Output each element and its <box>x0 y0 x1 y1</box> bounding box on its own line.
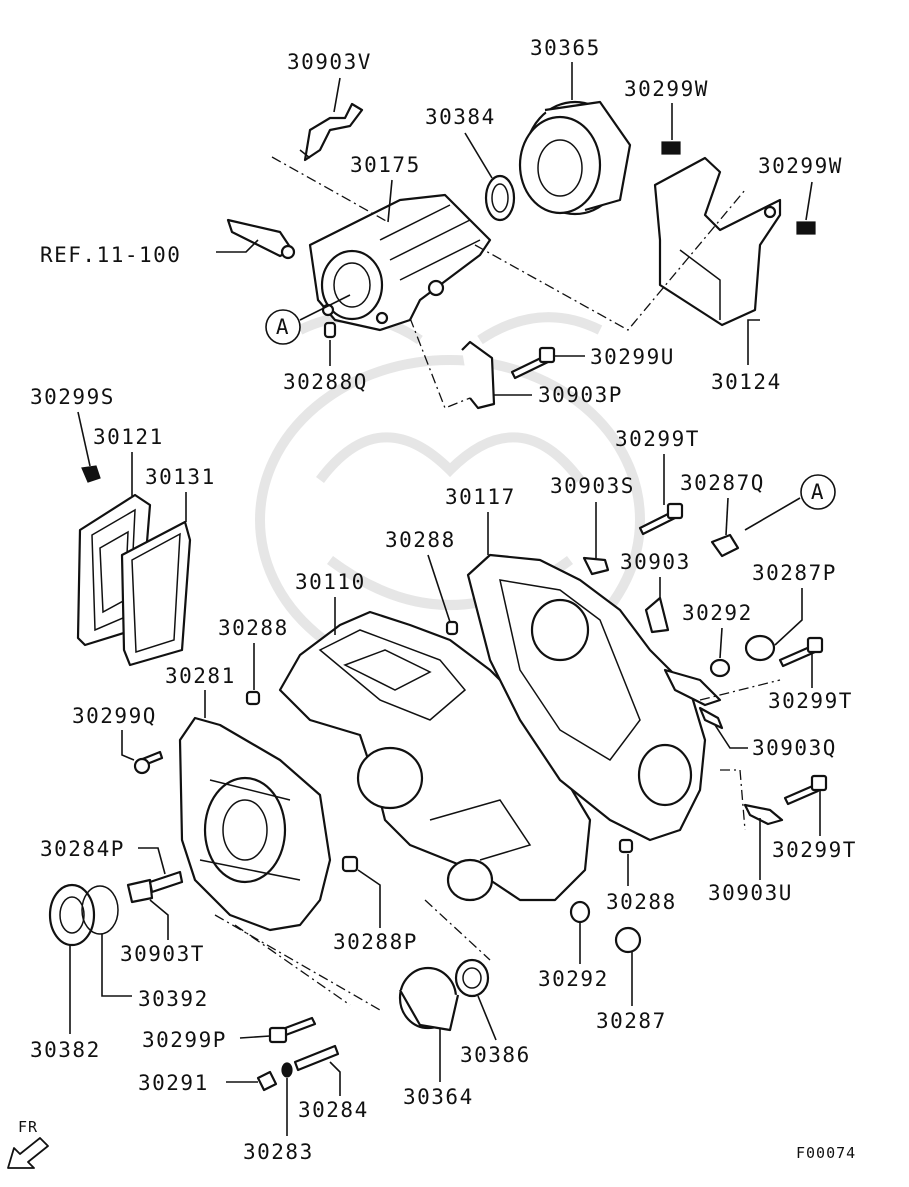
label-30299w-2: 30299W <box>758 154 843 178</box>
label-30287p: 30287P <box>752 561 837 585</box>
part-30131-gasket <box>120 520 192 667</box>
part-30365-bearing <box>518 100 632 216</box>
view-marker-a-right-label: A <box>811 480 825 504</box>
part-30281-front-cover <box>178 716 332 932</box>
part-30364-bearing <box>398 966 460 1032</box>
part-30903t-clip <box>126 878 154 904</box>
part-30117-case-half <box>466 553 707 842</box>
part-30284p-stud <box>148 870 184 894</box>
part-30287p-plug <box>744 634 776 662</box>
part-30175-extension-housing <box>308 193 492 332</box>
label-30291: 30291 <box>138 1071 209 1095</box>
part-30299w-bolt-2 <box>796 221 816 235</box>
part-30287q-plug <box>710 533 740 558</box>
label-30287q: 30287Q <box>680 471 765 495</box>
view-marker-a-top-label: A <box>276 315 290 339</box>
label-30903s: 30903S <box>550 474 635 498</box>
label-30117: 30117 <box>445 485 516 509</box>
view-marker-a-right: A <box>744 474 836 531</box>
part-30288-dowel-3 <box>618 838 634 854</box>
part-30110-transfer-case <box>278 610 592 902</box>
part-30903-bracket <box>644 596 670 634</box>
label-30382: 30382 <box>30 1038 101 1062</box>
part-30288-dowel-2 <box>245 690 261 706</box>
label-30299p: 30299P <box>142 1028 227 1052</box>
front-arrow-icon <box>7 1137 49 1169</box>
ref-11-100-tube <box>226 218 296 260</box>
label-30288-1: 30288 <box>385 528 456 552</box>
part-30903s-bracket <box>582 556 610 576</box>
label-30903: 30903 <box>620 550 691 574</box>
part-30284-stud <box>293 1044 340 1072</box>
part-30292-washer-1 <box>709 658 731 678</box>
label-30903u: 30903U <box>708 881 793 905</box>
part-30299t-bolt-3 <box>783 774 828 806</box>
label-30175: 30175 <box>350 153 421 177</box>
part-30384-oil-seal <box>484 174 516 222</box>
label-30386: 30386 <box>460 1043 531 1067</box>
label-30299w-1: 30299W <box>624 77 709 101</box>
part-30288q-dowel <box>323 321 337 339</box>
part-30299q-bolt <box>133 750 164 775</box>
label-30110: 30110 <box>295 570 366 594</box>
part-30386-oil-seal <box>454 958 490 998</box>
part-30903p-bracket <box>461 340 496 410</box>
top-dashed-guides <box>271 156 746 409</box>
part-30292-washer-2 <box>569 900 591 924</box>
part-30299p-bolt <box>268 1016 317 1044</box>
label-30299u: 30299U <box>590 345 675 369</box>
label-30299q: 30299Q <box>72 704 157 728</box>
label-30364: 30364 <box>403 1085 474 1109</box>
label-30283: 30283 <box>243 1140 314 1164</box>
ref-11-100-label: REF.11-100 <box>40 243 181 267</box>
label-30903v: 30903V <box>287 50 372 74</box>
part-30283-washer <box>281 1062 293 1078</box>
label-30281: 30281 <box>165 664 236 688</box>
label-30284p: 30284P <box>40 837 125 861</box>
part-30288p-dowel <box>341 855 359 873</box>
label-30392: 30392 <box>138 987 209 1011</box>
part-30903q-bracket <box>663 668 724 730</box>
part-30392-snap-ring <box>81 885 119 935</box>
label-30292-1: 30292 <box>682 601 753 625</box>
front-direction-label: FR <box>18 1118 38 1136</box>
part-30299t-bolt-1 <box>638 502 684 536</box>
label-30288-3: 30288 <box>606 890 677 914</box>
label-30288q: 30288Q <box>283 370 368 394</box>
label-30365: 30365 <box>530 36 601 60</box>
drawing-id: F00074 <box>796 1144 856 1162</box>
label-30288p: 30288P <box>333 930 418 954</box>
part-30299u-bolt <box>510 346 556 380</box>
part-30299t-bolt-2 <box>778 636 824 668</box>
part-30288-dowel-1 <box>445 620 459 636</box>
view-marker-a-top: A <box>265 294 351 345</box>
label-30299t-1: 30299T <box>615 427 700 451</box>
label-30384: 30384 <box>425 105 496 129</box>
part-30903v-bracket <box>299 102 364 162</box>
part-30124-protector <box>653 156 782 327</box>
part-30291-nut <box>256 1070 278 1092</box>
part-30299s-bolt <box>81 465 101 483</box>
label-30292-2: 30292 <box>538 967 609 991</box>
bottom-dashed-guides <box>214 679 781 1011</box>
label-30288-2: 30288 <box>218 616 289 640</box>
label-30903t: 30903T <box>120 942 205 966</box>
label-30124: 30124 <box>711 370 782 394</box>
label-30903p: 30903P <box>538 383 623 407</box>
front-direction-indicator: FR <box>7 1118 49 1169</box>
label-30121: 30121 <box>93 425 164 449</box>
part-30903u-bracket <box>743 803 784 826</box>
label-30299s: 30299S <box>30 385 115 409</box>
label-30131: 30131 <box>145 465 216 489</box>
label-30903q: 30903Q <box>752 736 837 760</box>
label-30287: 30287 <box>596 1009 667 1033</box>
part-30299w-bolt-1 <box>661 141 681 155</box>
label-30299t-2: 30299T <box>768 689 853 713</box>
label-30299t-3: 30299T <box>772 838 857 862</box>
label-30284: 30284 <box>298 1098 369 1122</box>
callout-labels: 30903V 30365 30299W 30299W 30384 30175 R… <box>30 36 857 1164</box>
part-30287-plug <box>614 926 642 954</box>
